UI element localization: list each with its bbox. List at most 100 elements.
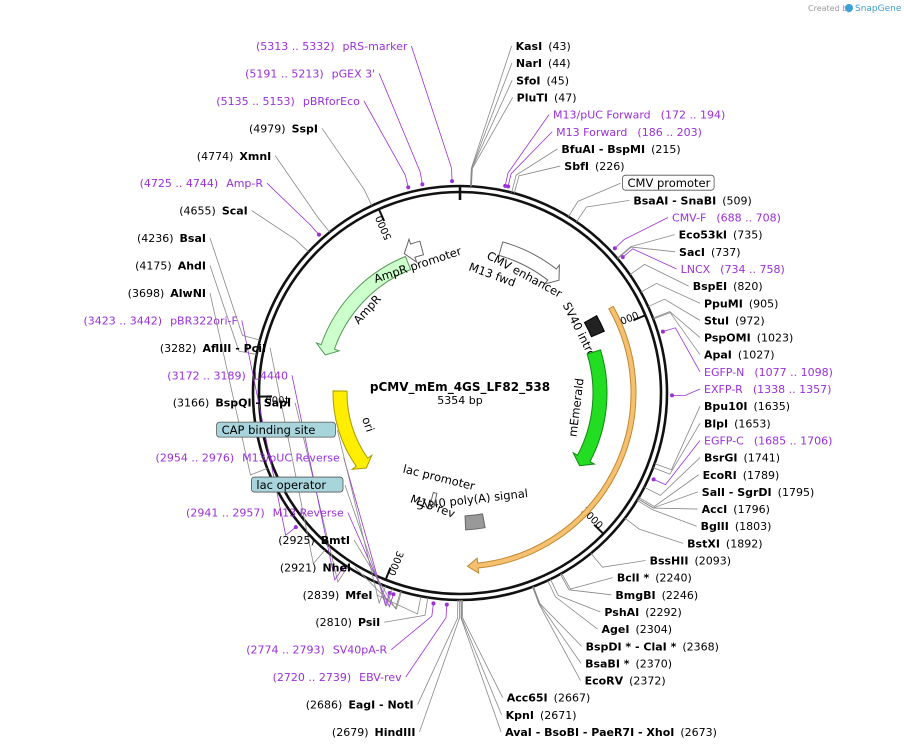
site-label-bspqi-sapi[interactable]: (3166)BspQI - SapI [173, 397, 291, 410]
site-label-ecori[interactable]: EcoRI(1789) [703, 469, 780, 482]
primer-mark [506, 184, 511, 189]
primer-range: (1338 .. 1357) [753, 383, 832, 396]
primer-label-amp-r[interactable]: (4725 .. 4744)Amp-R [140, 177, 264, 190]
primer-leader-line [241, 320, 297, 537]
site-label-acc65i[interactable]: Acc65I(2667) [507, 692, 591, 705]
site-label-apai[interactable]: ApaI(1027) [704, 349, 774, 362]
primer-label-m13-puc-forward[interactable]: M13/pUC Forward(172 .. 194) [553, 109, 725, 122]
feature-sv40-intron[interactable] [583, 315, 605, 338]
site-label-eco53ki[interactable]: Eco53kI(735) [679, 229, 763, 242]
site-label-nhei[interactable]: (2921)NheI [280, 561, 351, 574]
site-label-bmti[interactable]: (2925)BmtI [278, 534, 350, 547]
site-label-bstxi[interactable]: BstXI(1892) [687, 537, 762, 550]
site-label-bcli[interactable]: BclI *(2240) [617, 572, 692, 585]
site-label-xmni[interactable]: (4774)XmnI [197, 150, 271, 163]
site-label-bsshii[interactable]: BssHII(2093) [650, 555, 731, 568]
site-label-ecorv[interactable]: EcoRV(2372) [585, 675, 666, 688]
feature-ampr-promoter[interactable] [403, 237, 425, 264]
feature-cmv-enhancer[interactable] [498, 241, 560, 285]
site-label-sbfi[interactable]: SbfI(226) [564, 160, 624, 173]
primer-mark [444, 602, 449, 607]
primer-label-egfp-c[interactable]: EGFP-C(1685 .. 1706) [704, 434, 832, 447]
site-name: SbfI [564, 160, 589, 173]
site-label-stui[interactable]: StuI(972) [704, 314, 765, 327]
feature-sv40-poly-a-signal[interactable] [464, 513, 486, 531]
site-label-hindiii[interactable]: (2679)HindIII [332, 726, 416, 739]
site-label-kasi[interactable]: KasI(43) [516, 40, 571, 53]
site-label-bfuai-bspmi[interactable]: BfuAI - BspMI(215) [561, 143, 680, 156]
feature-lac-promoter[interactable] [429, 491, 438, 508]
primer-label-pgex-3[interactable]: (5191 .. 5213) pGEX 3' [245, 67, 375, 80]
site-label-bspdi-clai[interactable]: BspDI * - ClaI *(2368) [586, 640, 719, 653]
boxed-feature-cmv-promoter[interactable] [622, 174, 715, 191]
site-label-sali-sgrdi[interactable]: SalI - SgrDI(1795) [702, 486, 814, 499]
site-name: ApaI [704, 349, 732, 362]
primer-label-m13-forward[interactable]: M13 Forward(186 .. 203) [556, 126, 702, 139]
primer-name: pGEX 3' [332, 67, 376, 80]
site-label-bsabi[interactable]: BsaBI *(2370) [585, 657, 672, 670]
primer-label-m13-reverse[interactable]: (2941 .. 2957)M13 Reverse [186, 506, 344, 519]
site-label-acci[interactable]: AccI(1796) [702, 503, 770, 516]
site-label-mfei[interactable]: (2839)MfeI [303, 589, 373, 602]
feature-ori[interactable] [332, 390, 373, 470]
site-label-bspei[interactable]: BspEI(820) [693, 280, 763, 293]
feature-memerald[interactable] [572, 349, 608, 467]
site-label-bmgbi[interactable]: BmgBI(2246) [615, 589, 698, 602]
site-label-blpi[interactable]: BlpI(1653) [704, 417, 771, 430]
primer-label-prs-marker[interactable]: (5313 .. 5332)pRS-marker [256, 40, 408, 53]
primer-label-exfp-r[interactable]: EXFP-R(1338 .. 1357) [704, 383, 831, 396]
primer-label-pbrforeco[interactable]: (5135 .. 5153)pBRforEco [216, 95, 360, 108]
feature-ampr[interactable] [315, 255, 412, 356]
site-leader-line [547, 580, 598, 630]
site-label-alwni[interactable]: (3698)AlwNI [128, 287, 206, 300]
primer-label-ebv-rev[interactable]: (2720 .. 2739)EBV-rev [273, 671, 403, 684]
site-label-bsaai-snabi[interactable]: BsaAI - SnaBI(509) [633, 194, 751, 207]
site-label-afliii-pcii[interactable]: (3282)AflIII - PciI [160, 342, 266, 355]
primer-label-l4440[interactable]: (3172 .. 3189)L4440 [167, 369, 288, 382]
site-position: (44) [548, 57, 571, 70]
site-label-ppumi[interactable]: PpuMI(905) [704, 297, 778, 310]
site-label-scai[interactable]: (4655)ScaI [179, 205, 248, 218]
primer-label-egfp-n[interactable]: EGFP-N(1077 .. 1098) [704, 366, 833, 379]
site-label-sfoi[interactable]: SfoI(45) [516, 74, 569, 87]
site-label-agei[interactable]: AgeI(2304) [601, 623, 672, 636]
site-label-pshai[interactable]: PshAI(2292) [604, 606, 681, 619]
site-label-nari[interactable]: NarI(44) [516, 57, 571, 70]
primer-label-sv40pa-r[interactable]: (2774 .. 2793)SV40pA-R [246, 644, 387, 657]
site-leader-line [629, 263, 689, 287]
primer-range: (186 .. 203) [637, 126, 702, 139]
site-label-avai-bsobi-paer7i-xhoi[interactable]: AvaI - BsoBI - PaeR7I - XhoI(2673) [505, 726, 717, 739]
site-label-bsrgi[interactable]: BsrGI(1741) [704, 452, 780, 465]
primer-leader-line [614, 217, 669, 249]
site-name: PshAI [604, 606, 639, 619]
site-label-kpni[interactable]: KpnI(2671) [506, 709, 577, 722]
site-label-bglii[interactable]: BglII(1803) [701, 520, 772, 533]
boxed-feature-cap-binding-site[interactable] [216, 421, 336, 438]
site-leader-line [511, 148, 558, 193]
primer-name: pBR322ori-F [170, 314, 238, 327]
site-label-pspomi[interactable]: PspOMI(1023) [704, 332, 793, 345]
primer-label-lncx[interactable]: LNCX(734 .. 758) [681, 263, 785, 276]
box-leader-line [344, 484, 393, 607]
site-position: (4175) [135, 260, 172, 273]
site-label-ahdi[interactable]: (4175)AhdI [135, 260, 206, 273]
site-label-sspi[interactable]: (4979)SspI [249, 122, 318, 135]
site-label-bsai[interactable]: (4236)BsaI [137, 232, 206, 245]
orf-arc [466, 305, 637, 574]
primer-label-m13-puc-reverse[interactable]: (2954 .. 2976)M13/pUC Reverse [156, 452, 340, 465]
primer-name: M13 Reverse [273, 506, 344, 519]
site-name: BsaBI * [585, 657, 630, 670]
site-label-eagi-noti[interactable]: (2686)EagI - NotI [306, 699, 414, 712]
site-label-bpu10i[interactable]: Bpu10I(1635) [704, 400, 790, 413]
primer-mark [406, 185, 411, 190]
site-label-pluti[interactable]: PluTI(47) [517, 91, 577, 104]
primer-leader-line [291, 375, 343, 581]
primer-label-pbr322ori-f[interactable]: (3423 .. 3442)pBR322ori-F [84, 314, 238, 327]
site-label-saci[interactable]: SacI(737) [679, 246, 741, 259]
site-leader-line [637, 491, 698, 509]
primer-range: (5191 .. 5213) [245, 67, 324, 80]
site-label-psii[interactable]: (2810)PsiI [315, 616, 380, 629]
primer-label-cmv-f[interactable]: CMV-F(688 .. 708) [672, 212, 781, 225]
boxed-feature-lac-operator[interactable] [251, 476, 344, 493]
